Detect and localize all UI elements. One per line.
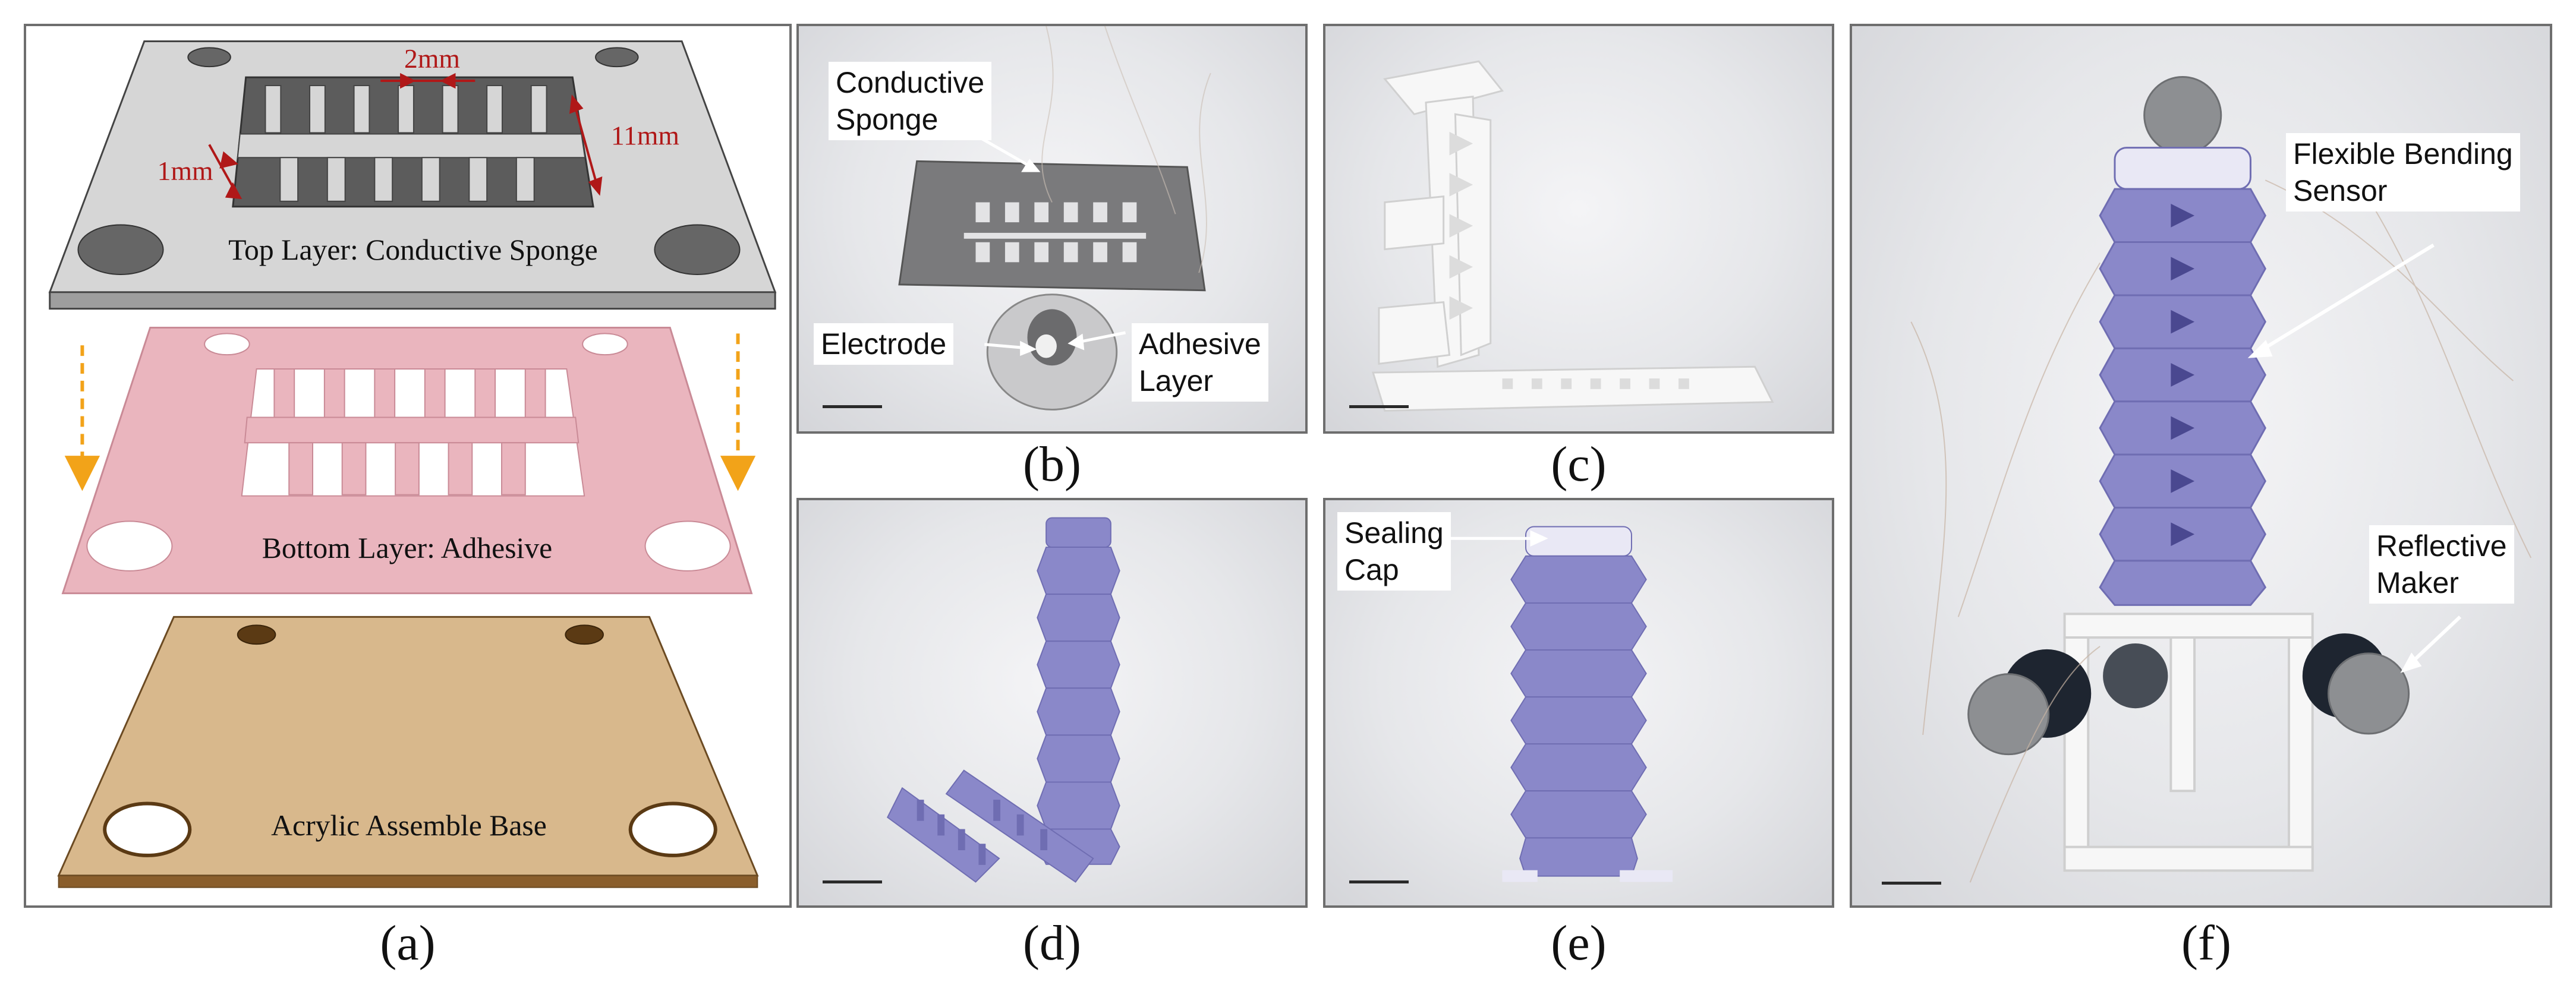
- label-conductive-sponge: Conductive Sponge: [829, 62, 992, 140]
- label-reflective-marker: Reflective Maker: [2369, 525, 2514, 604]
- mold-photo-illustration: [1372, 60, 1774, 412]
- label-adhesive-layer: Adhesive Layer: [1132, 323, 1268, 402]
- sponge-photo-illustration: [898, 26, 1211, 411]
- top-layer-sponge: 2mm 11mm 1mm Top Layer: Conductive Spong…: [48, 40, 777, 310]
- scale-bar: [823, 880, 882, 883]
- bottom-layer-adhesive: Bottom Layer: Adhesive: [61, 326, 753, 595]
- panel-d-photo: [796, 498, 1308, 908]
- dim-wall: 1mm: [158, 156, 213, 186]
- caption-d: (d): [1023, 916, 1081, 971]
- panel-e-photo: Sealing Cap: [1323, 498, 1834, 908]
- acrylic-base: Acrylic Assemble Base: [57, 615, 759, 888]
- panel-f-photo: Flexible Bending Sensor Reflective Maker: [1850, 24, 2552, 908]
- scale-bar: [823, 405, 882, 408]
- label-electrode: Electrode: [814, 323, 954, 365]
- caption-e: (e): [1551, 916, 1607, 971]
- label-sealing-cap: Sealing Cap: [1337, 512, 1451, 591]
- panel-b-photo: Conductive Sponge Electrode Adhesive Lay…: [796, 24, 1308, 434]
- panel-a-exploded-diagram: 2mm 11mm 1mm Top Layer: Conductive Spong…: [24, 24, 792, 908]
- caption-c: (c): [1551, 437, 1607, 492]
- assembled-sensor-photo-illustration: [1910, 75, 2532, 883]
- caption-a: (a): [380, 916, 436, 971]
- exploded-layer-diagram: 2mm 11mm 1mm Top Layer: Conductive Spong…: [48, 40, 777, 888]
- label-flexible-bending-sensor: Flexible Bending Sensor: [2286, 133, 2520, 212]
- printed-sensor-photo-illustration: [886, 517, 1120, 883]
- scale-bar: [1349, 405, 1409, 408]
- top-layer-label: Top Layer: Conductive Sponge: [228, 233, 598, 266]
- caption-b: (b): [1023, 437, 1081, 492]
- caption-f: (f): [2181, 916, 2231, 971]
- dim-height: 11mm: [611, 120, 679, 150]
- bottom-layer-label: Bottom Layer: Adhesive: [262, 532, 553, 564]
- base-label: Acrylic Assemble Base: [271, 809, 547, 842]
- panel-c-photo: [1323, 24, 1834, 434]
- scale-bar: [1349, 880, 1409, 883]
- dim-slot-width: 2mm: [404, 43, 460, 74]
- assembly-arrows: [64, 333, 756, 491]
- scale-bar: [1882, 882, 1941, 885]
- sealed-sensor-photo-illustration: [1443, 526, 1673, 882]
